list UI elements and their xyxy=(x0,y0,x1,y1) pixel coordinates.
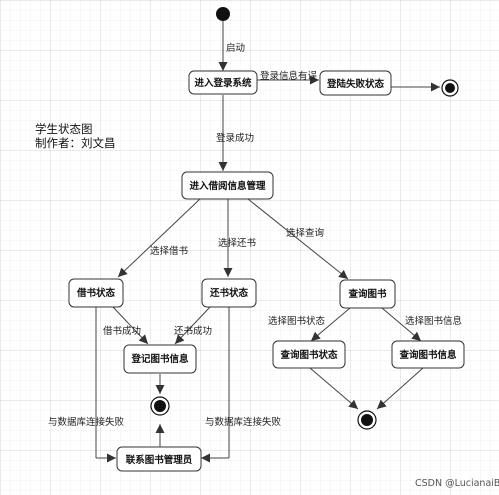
label-login-success: 登录成功 xyxy=(216,132,254,144)
watermark: CSDN @LucianaiB xyxy=(415,478,499,489)
edge-borrow-success xyxy=(112,306,149,345)
state-contact-admin-label: 联系图书管理员 xyxy=(126,454,193,466)
edge-choose-query xyxy=(247,198,349,280)
edge-state-end xyxy=(309,367,359,410)
state-contact-admin: 联系图书管理员 xyxy=(116,446,202,472)
edge-return-success xyxy=(174,306,211,345)
label-borrow-success: 借书成功 xyxy=(103,325,141,337)
initial-node xyxy=(216,7,230,21)
label-start: 启动 xyxy=(226,42,245,54)
label-return-success: 还书成功 xyxy=(174,325,212,337)
label-choose-query: 选择查询 xyxy=(286,227,324,239)
state-query-state: 查询图书状态 xyxy=(272,340,346,369)
state-borrow-info: 进入借阅信息管理 xyxy=(181,171,274,200)
label-choose-return: 选择还书 xyxy=(218,237,257,249)
edge-info-end xyxy=(376,367,424,410)
state-register: 登记图书信息 xyxy=(123,344,197,374)
state-login: 进入登录系统 xyxy=(188,70,258,95)
state-borrow: 借书状态 xyxy=(68,278,124,308)
edge-choose-book-state xyxy=(310,307,351,342)
note-author: 制作者：刘文昌 xyxy=(35,136,116,150)
state-login-fail: 登陆失败状态 xyxy=(319,70,392,96)
label-db-fail-right: 与数据库连接失败 xyxy=(205,416,282,428)
edge-choose-borrow xyxy=(117,198,201,278)
final-node-register xyxy=(150,396,170,416)
transitions xyxy=(95,21,440,463)
final-node-fail xyxy=(441,79,459,97)
state-register-label: 登记图书信息 xyxy=(130,353,189,365)
final-node-query xyxy=(357,410,377,430)
label-db-fail-left: 与数据库连接失败 xyxy=(48,416,125,428)
state-borrow-info-label: 进入借阅信息管理 xyxy=(189,180,266,192)
state-query-label: 查询图书 xyxy=(347,288,387,300)
state-login-fail-label: 登陆失败状态 xyxy=(326,78,385,90)
label-choose-book-info: 选择图书信息 xyxy=(405,315,462,327)
label-choose-book-state: 选择图书状态 xyxy=(268,315,326,327)
state-borrow-label: 借书状态 xyxy=(76,287,116,299)
state-query-info-label: 查询图书信息 xyxy=(398,349,457,361)
state-return-label: 还书状态 xyxy=(209,287,249,299)
state-login-label: 进入登录系统 xyxy=(194,77,252,89)
note-title: 学生状态图 xyxy=(35,122,93,136)
edge-choose-book-info xyxy=(381,307,422,342)
state-return: 还书状态 xyxy=(201,278,257,308)
label-login-error: 登录信息有误 xyxy=(260,70,318,82)
label-choose-borrow: 选择借书 xyxy=(150,245,189,257)
state-query-state-label: 查询图书状态 xyxy=(279,349,338,361)
state-query-info: 查询图书信息 xyxy=(391,340,465,369)
state-query: 查询图书 xyxy=(339,279,396,309)
